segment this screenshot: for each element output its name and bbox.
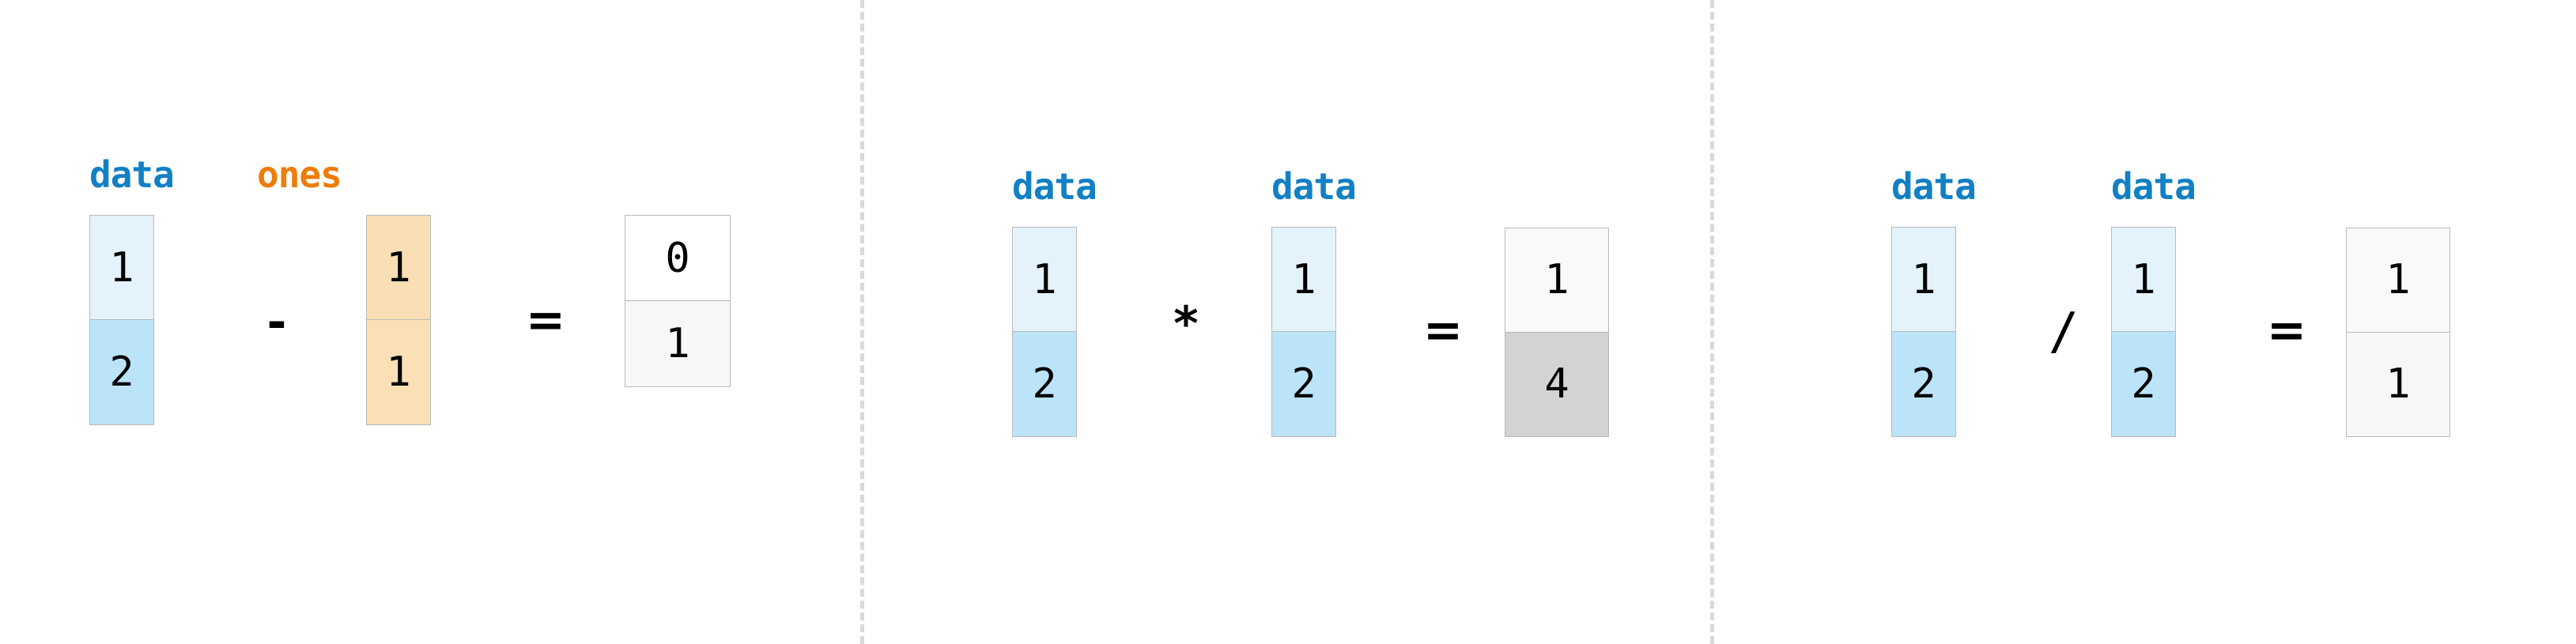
- array-cell: 1: [366, 215, 431, 320]
- array-data: 1 2: [1012, 227, 1077, 437]
- array-label-ones: ones: [257, 153, 342, 196]
- array-cell: 2: [89, 320, 154, 425]
- array-cell: 4: [1505, 332, 1609, 437]
- array-cell: 2: [1271, 332, 1336, 437]
- array-result: 1 1: [2346, 228, 2450, 437]
- array-result: 1 4: [1505, 228, 1609, 437]
- array-label-data: data: [89, 153, 175, 196]
- array-label-data: data: [1012, 165, 1097, 208]
- array-cell: 1: [2346, 228, 2450, 333]
- array-data: 1 2: [1891, 227, 1956, 437]
- array-cell: 1: [366, 320, 431, 425]
- operator-multiply: *: [1173, 296, 1199, 352]
- array-label-data: data: [1891, 165, 1977, 208]
- operator-equals: =: [2266, 303, 2307, 358]
- array-data: 1 2: [2111, 227, 2176, 437]
- array-ones: 1 1: [366, 215, 431, 425]
- array-cell: 1: [89, 215, 154, 320]
- array-cell: 2: [2111, 332, 2176, 437]
- operator-divide: /: [2048, 303, 2079, 361]
- array-cell: 1: [1271, 227, 1336, 332]
- array-cell: 2: [1012, 332, 1077, 437]
- array-cell: 1: [1891, 227, 1956, 332]
- operator-equals: =: [525, 292, 566, 348]
- array-data: 1 2: [1271, 227, 1336, 437]
- array-cell: 0: [625, 215, 731, 301]
- array-cell: 1: [2346, 332, 2450, 437]
- array-cell: 1: [1012, 227, 1077, 332]
- array-data: 1 2: [89, 215, 154, 425]
- array-label-data: data: [1271, 165, 1357, 208]
- array-cell: 1: [625, 301, 731, 387]
- operator-minus: -: [266, 295, 287, 350]
- group-separator: [860, 0, 864, 644]
- array-label-data: data: [2111, 165, 2196, 208]
- operator-equals: =: [1422, 303, 1464, 358]
- group-separator: [1710, 0, 1714, 644]
- array-cell: 1: [1505, 228, 1609, 333]
- array-cell: 1: [2111, 227, 2176, 332]
- array-cell: 2: [1891, 332, 1956, 437]
- array-result: 0 1: [625, 215, 731, 387]
